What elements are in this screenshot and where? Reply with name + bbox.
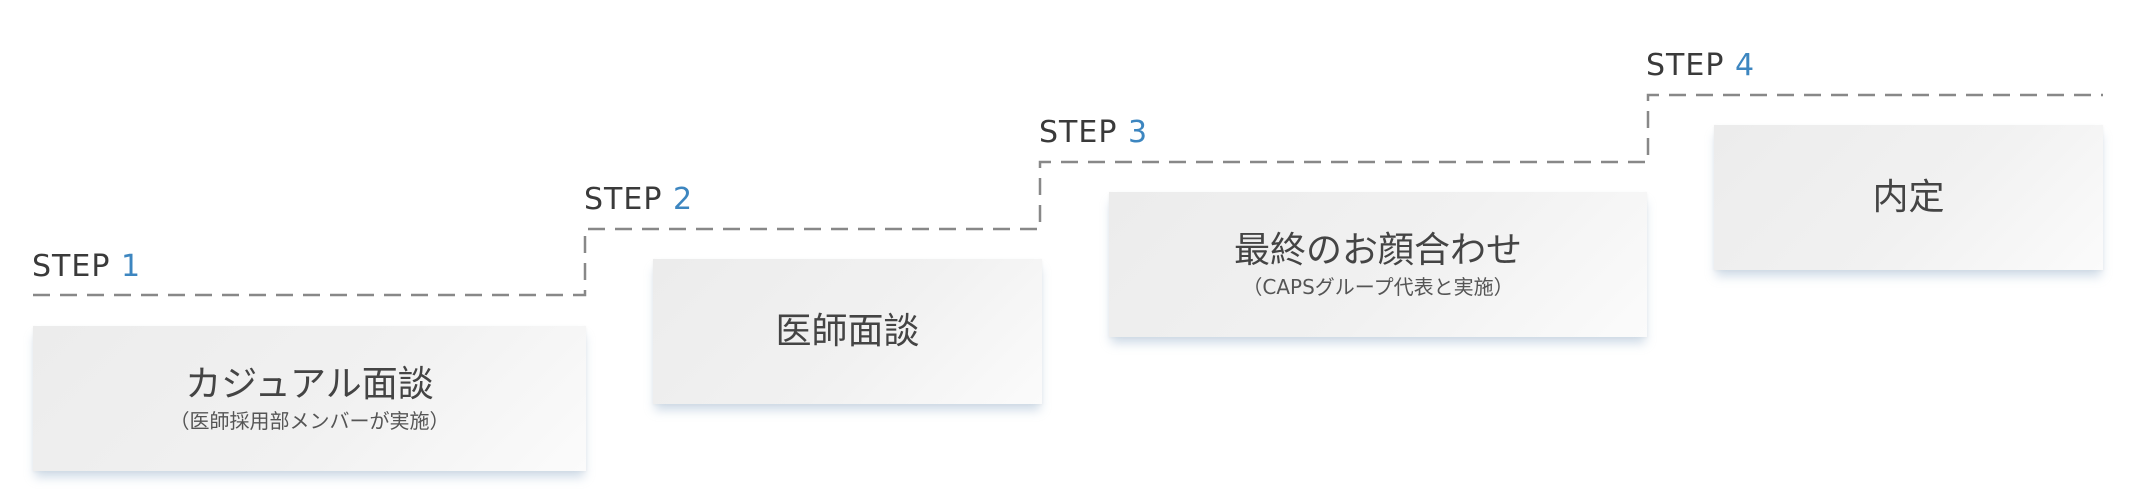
step-3-title: 最終のお顔合わせ	[1233, 229, 1522, 271]
step-1-number: 1	[120, 249, 142, 284]
step-3-subtitle: （CAPSグループ代表と実施）	[1242, 275, 1514, 300]
step-3-prefix: STEP	[1039, 115, 1118, 150]
step-2-number: 2	[672, 182, 694, 217]
step-1-title: カジュアル面談	[185, 363, 434, 405]
step-2-label: STEP 2	[584, 185, 693, 215]
step-1-subtitle: （医師採用部メンバーが実施）	[169, 409, 450, 434]
step-2-title: 医師面談	[775, 310, 920, 352]
step-3-number: 3	[1127, 115, 1149, 150]
step-3-label: STEP 3	[1039, 118, 1148, 148]
step-4-prefix: STEP	[1646, 48, 1725, 83]
step-1-box: カジュアル面談 （医師採用部メンバーが実施）	[33, 326, 586, 471]
step-2-box: 医師面談	[653, 259, 1042, 404]
step-3-box: 最終のお顔合わせ （CAPSグループ代表と実施）	[1109, 192, 1647, 337]
step-1-label: STEP 1	[32, 252, 141, 282]
step-4-title: 内定	[1872, 176, 1945, 218]
step-4-label: STEP 4	[1646, 51, 1755, 81]
step-4-number: 4	[1734, 48, 1756, 83]
step-2-prefix: STEP	[584, 182, 663, 217]
step-1-prefix: STEP	[32, 249, 111, 284]
step-4-box: 内定	[1714, 125, 2103, 270]
